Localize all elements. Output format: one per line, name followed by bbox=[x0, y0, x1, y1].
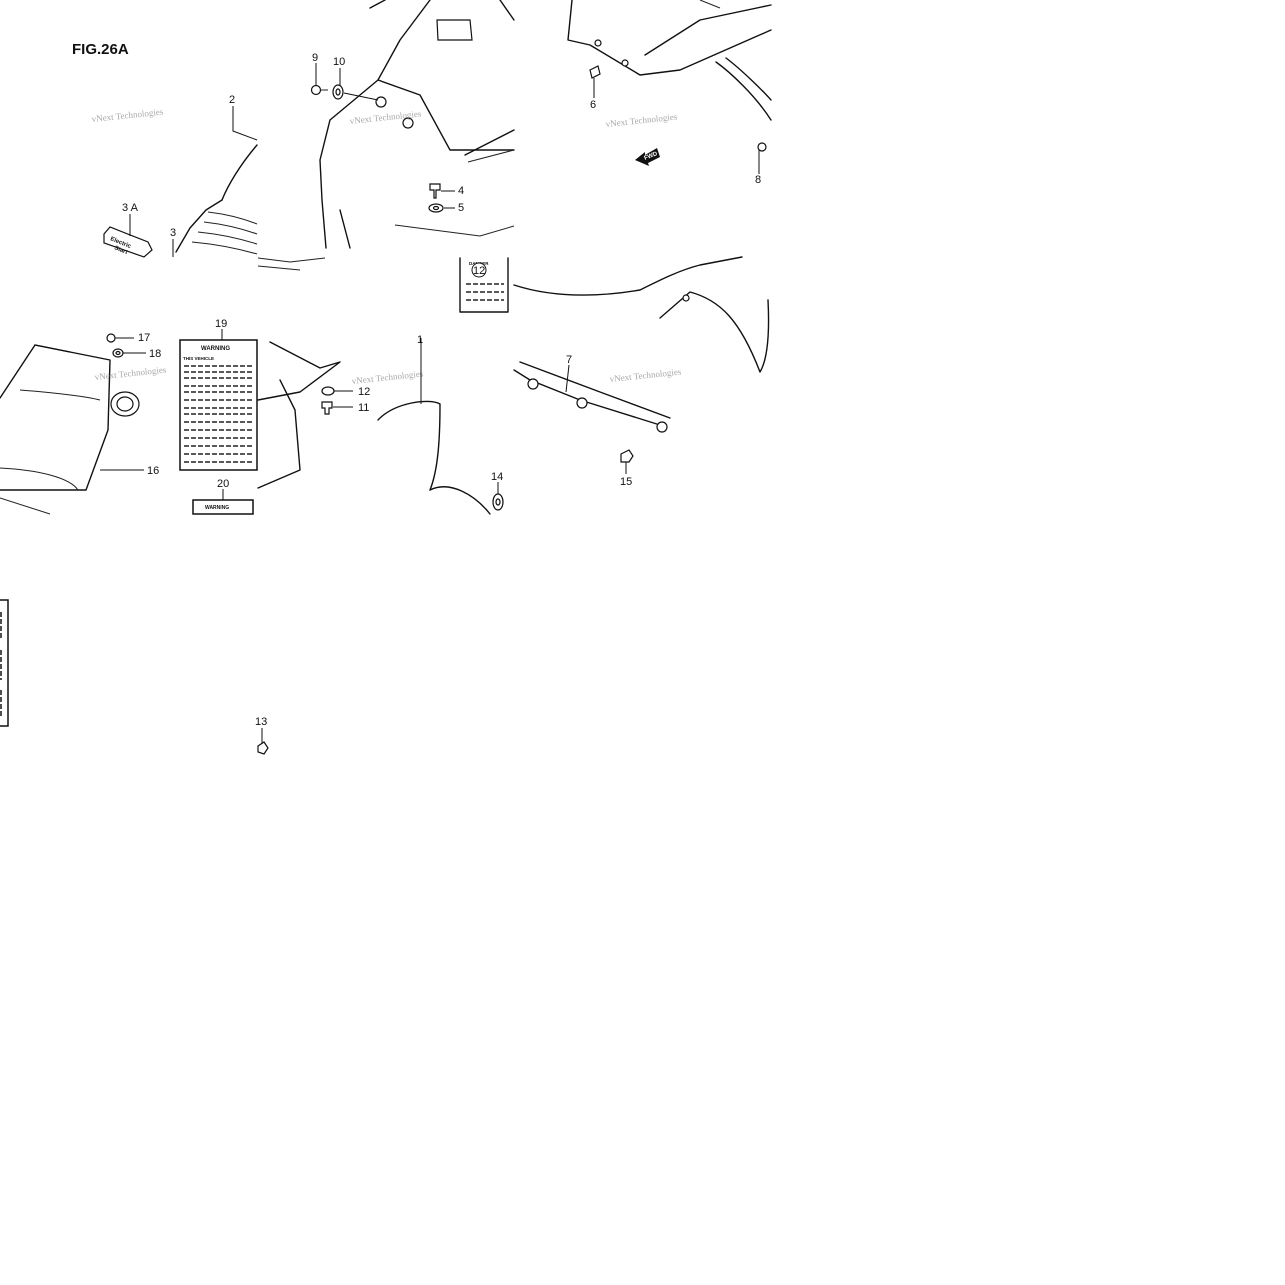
callout-19: 19 bbox=[215, 318, 227, 330]
front-fender-drawing bbox=[0, 344, 140, 515]
callouts: 1 2 3 3 A 4 5 6 7 8 9 10 11 12 12 13 14 … bbox=[122, 52, 761, 728]
warning-subtitle: THIS VEHICLE bbox=[183, 356, 214, 361]
leader-lines bbox=[100, 63, 760, 744]
callout-16: 16 bbox=[147, 465, 159, 477]
emblem-text-line2: Start bbox=[113, 245, 128, 256]
watermark-text: vNext Technologies bbox=[605, 111, 678, 129]
watermark-text: vNext Technologies bbox=[351, 368, 424, 386]
nut-13-icon bbox=[257, 741, 269, 755]
watermark-text: vNext Technologies bbox=[91, 106, 164, 124]
washer-14-icon bbox=[492, 493, 504, 511]
callout-7: 7 bbox=[566, 354, 572, 366]
warning-label-20: WARNING bbox=[192, 499, 254, 515]
warning-20-title: WARNING bbox=[205, 505, 229, 511]
warning-title: WARNING bbox=[201, 346, 230, 352]
bolt-4-icon bbox=[429, 183, 441, 199]
bolt-9-icon bbox=[310, 84, 328, 96]
fwd-arrow-icon: FWD bbox=[635, 148, 660, 166]
callout-3a: 3 A bbox=[122, 202, 139, 214]
callout-5: 5 bbox=[458, 202, 464, 214]
callout-11: 11 bbox=[358, 402, 369, 414]
callout-2: 2 bbox=[229, 94, 235, 106]
callout-20: 20 bbox=[217, 478, 229, 490]
washer-10-icon bbox=[332, 84, 344, 100]
callout-14: 14 bbox=[491, 471, 503, 483]
callout-4: 4 bbox=[458, 185, 464, 197]
callout-12b: 12 bbox=[473, 265, 485, 277]
callout-12-circle: 12 bbox=[471, 262, 487, 278]
callout-10: 10 bbox=[333, 56, 345, 68]
fwd-label: FWD bbox=[644, 151, 660, 162]
watermark-text: vNext Technologies bbox=[94, 364, 167, 382]
callout-13: 13 bbox=[255, 716, 267, 728]
callout-9: 9 bbox=[312, 52, 318, 64]
emblem-decal-3a: Electric Start bbox=[103, 226, 153, 258]
callout-3: 3 bbox=[170, 227, 176, 239]
rear-fender-drawing bbox=[257, 0, 515, 271]
warning-label-19: WARNING THIS VEHICLE bbox=[179, 339, 258, 471]
rear-bracket-drawing bbox=[513, 256, 770, 433]
side-cover-drawing: DANGER bbox=[257, 257, 509, 515]
partial-label-drawing bbox=[0, 599, 9, 727]
washer-18-icon bbox=[112, 348, 124, 358]
callout-17: 17 bbox=[138, 332, 150, 344]
grab-bar-drawing bbox=[567, 0, 772, 152]
nut-15-icon bbox=[620, 449, 634, 463]
bolt-11-icon bbox=[321, 401, 333, 415]
callout-6: 6 bbox=[590, 99, 596, 111]
watermark-text: vNext Technologies bbox=[609, 366, 682, 384]
callout-8: 8 bbox=[755, 174, 761, 186]
callout-18: 18 bbox=[149, 348, 161, 360]
callout-1: 1 bbox=[417, 334, 423, 346]
washer-5-icon bbox=[428, 203, 444, 213]
seat-front-drawing bbox=[175, 144, 258, 255]
callout-15: 15 bbox=[620, 476, 632, 488]
figure-title: FIG.26A bbox=[72, 41, 129, 58]
callout-12: 12 bbox=[358, 386, 370, 398]
grommet-12-icon bbox=[321, 386, 335, 396]
bolt-17-icon bbox=[106, 333, 116, 343]
